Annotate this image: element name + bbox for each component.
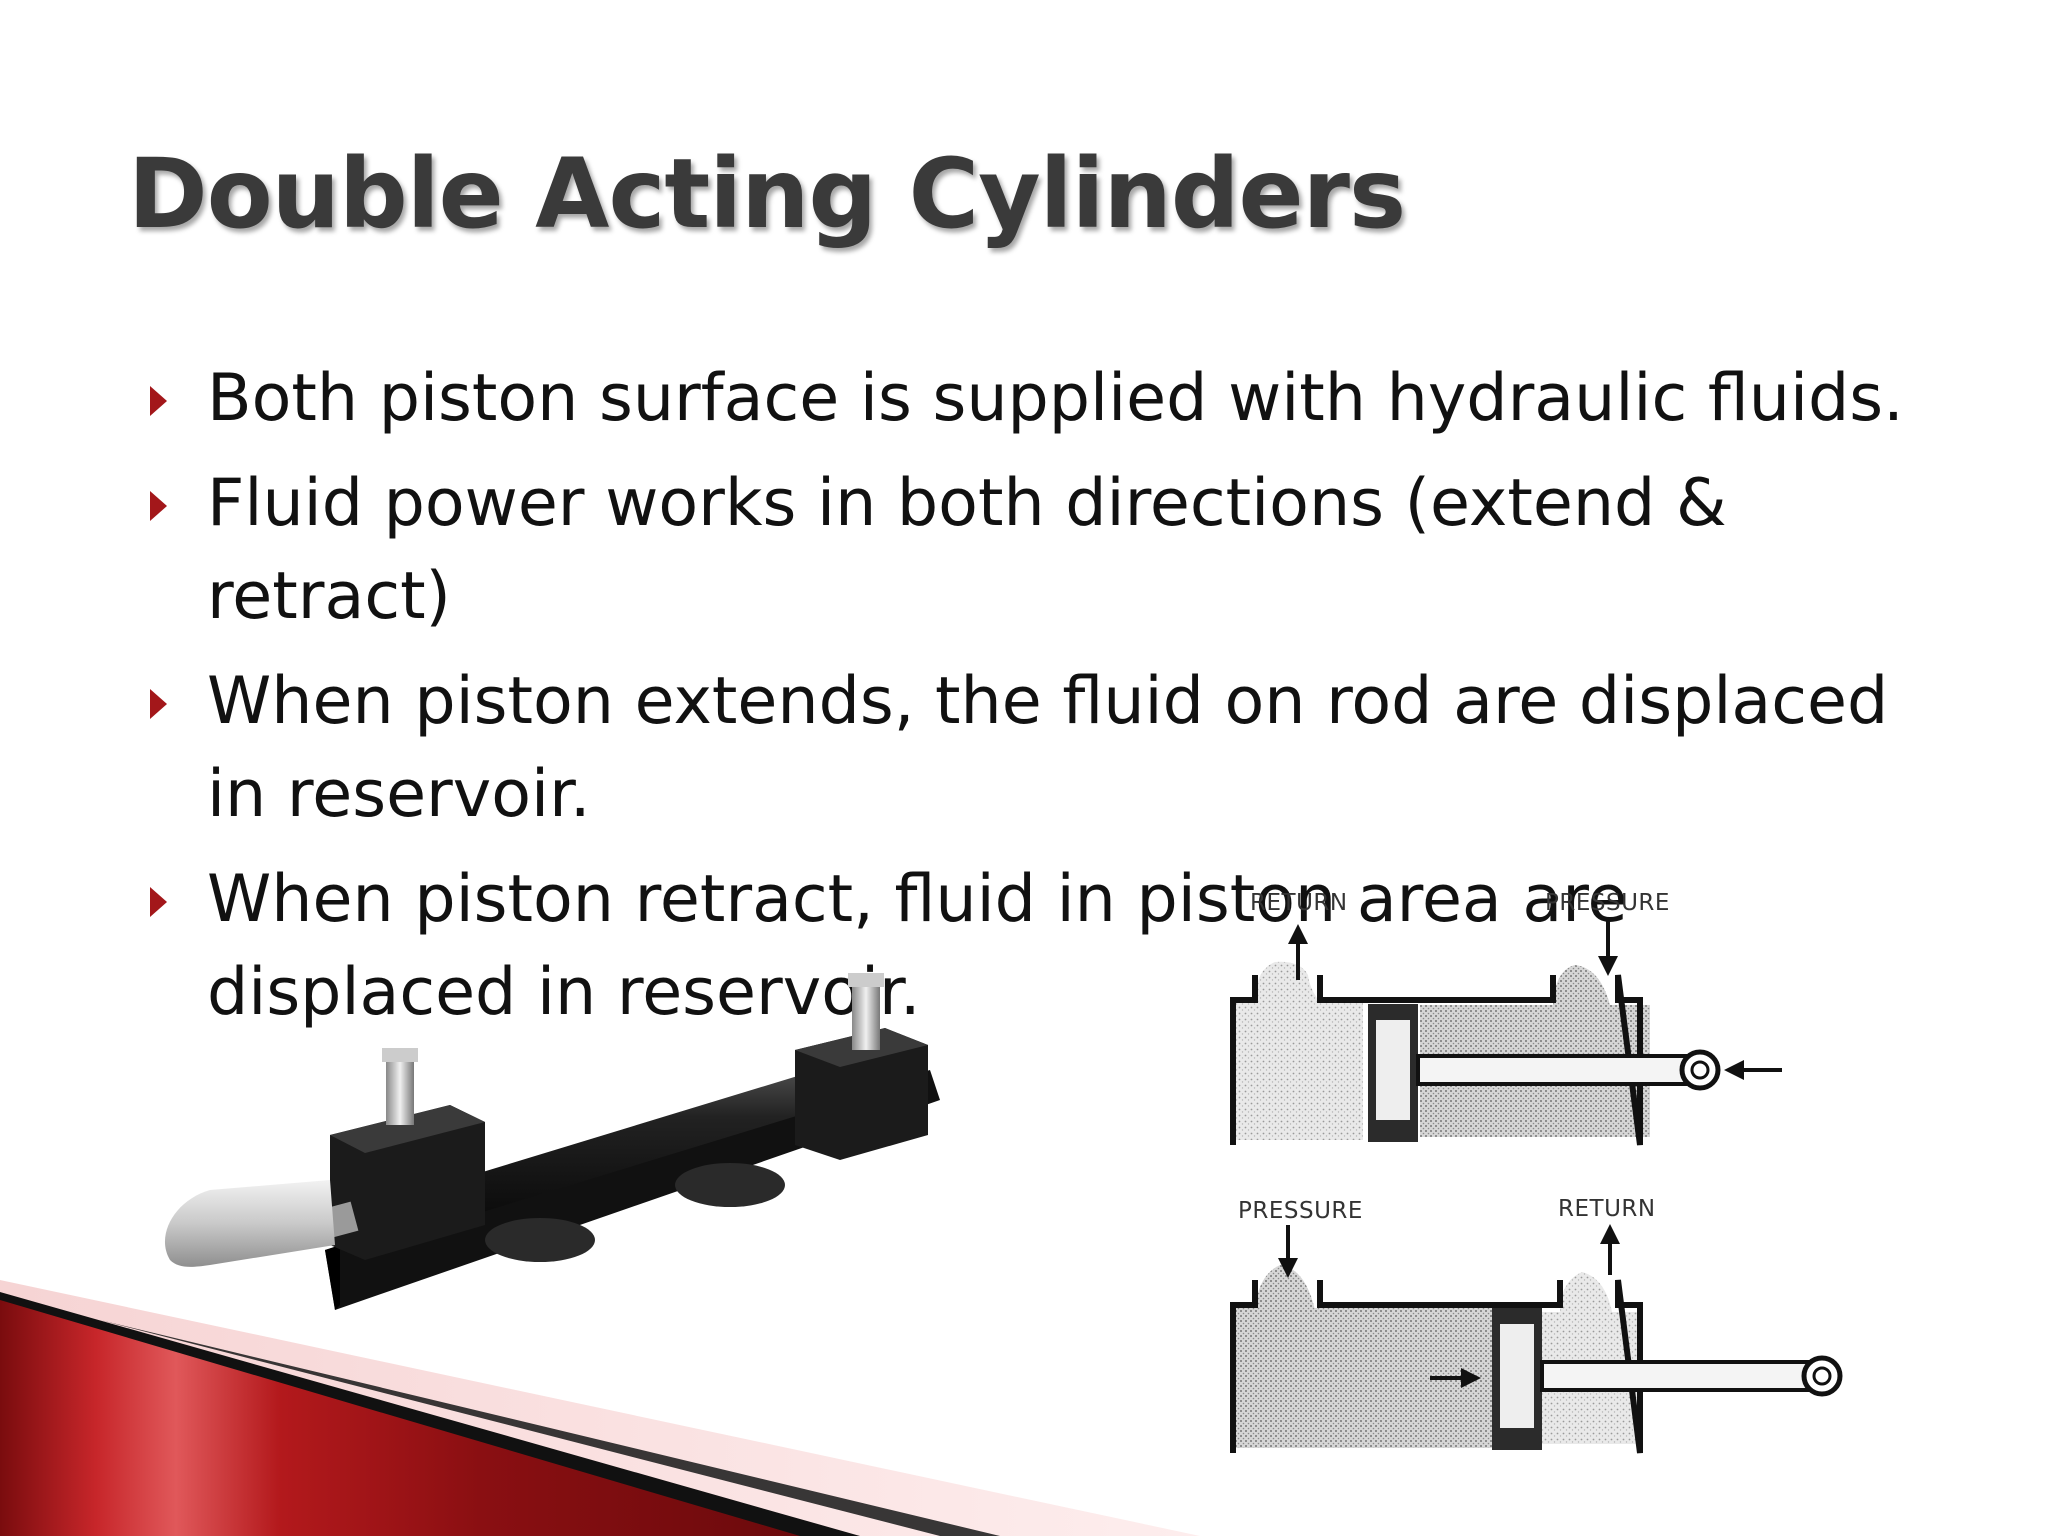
bullet-arrow-icon xyxy=(150,386,167,416)
bullet-item: When piston extends, the fluid on rod ar… xyxy=(150,655,1907,841)
cylinder-schematic: RETURN PRESSURE PRESSURE RETURN xyxy=(1230,890,1843,1454)
bullet-item: Fluid power works in both directions (ex… xyxy=(150,457,1950,643)
bottom-return-label: RETURN xyxy=(1558,1196,1656,1222)
top-return-label: RETURN xyxy=(1250,890,1348,916)
top-pressure-label: PRESSURE xyxy=(1545,890,1670,916)
bullet-arrow-icon xyxy=(150,491,167,521)
bullet-text: When piston retract, fluid in piston are… xyxy=(207,862,1628,1030)
bullet-text: Fluid power works in both directions (ex… xyxy=(207,466,1727,634)
decorative-swoosh xyxy=(0,1280,1200,1536)
bullet-list: Both piston surface is supplied with hyd… xyxy=(150,352,1950,1051)
bottom-pressure-label: PRESSURE xyxy=(1238,1198,1363,1224)
bullet-text: Both piston surface is supplied with hyd… xyxy=(207,361,1904,436)
bullet-item: Both piston surface is supplied with hyd… xyxy=(150,352,1950,445)
bullet-item: When piston retract, fluid in piston are… xyxy=(150,853,1907,1039)
bullet-arrow-icon xyxy=(150,887,167,917)
slide-title: Double Acting Cylinders xyxy=(128,138,1406,250)
hydraulic-cylinder-photo xyxy=(164,973,940,1310)
bullet-text: When piston extends, the fluid on rod ar… xyxy=(207,664,1889,832)
bullet-arrow-icon xyxy=(150,689,167,719)
